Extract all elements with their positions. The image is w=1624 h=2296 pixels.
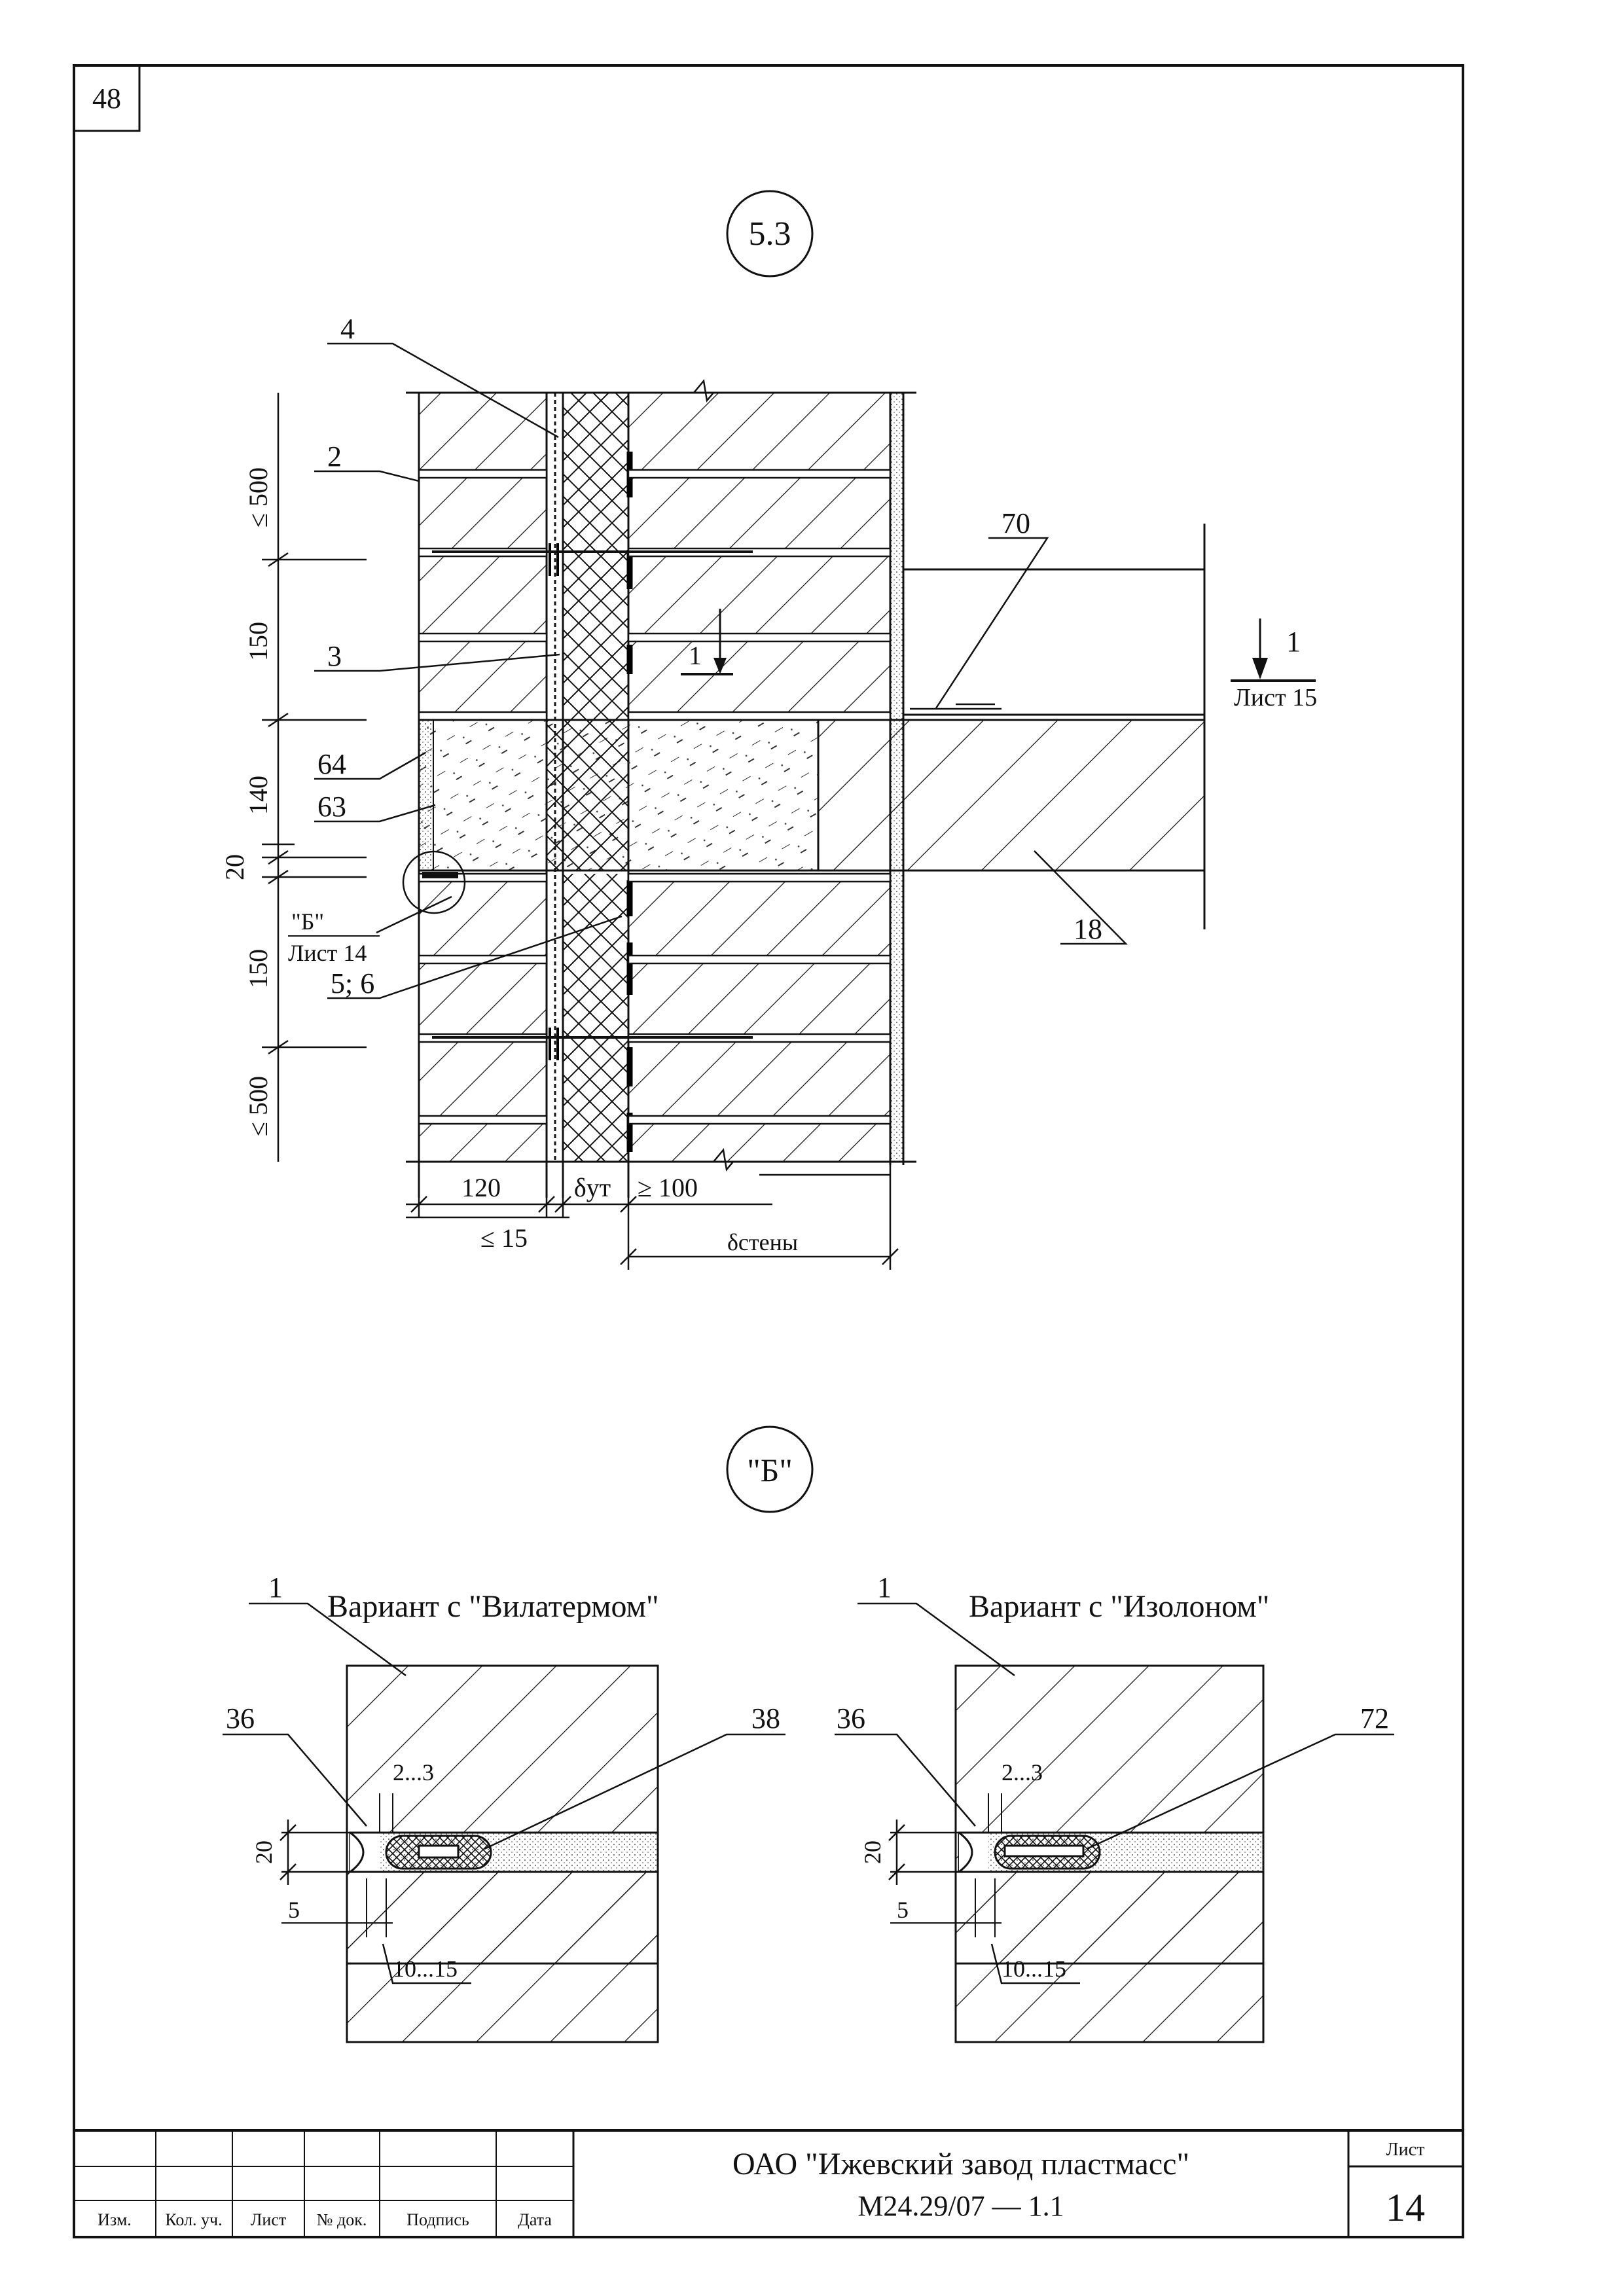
- header-count: Кол. уч.: [165, 2210, 222, 2229]
- callout-b-label: "Б": [291, 908, 324, 935]
- dim-v-150-top: 150: [244, 622, 273, 661]
- header-sheet: Лист: [251, 2210, 286, 2229]
- label-70: 70: [1001, 507, 1030, 539]
- sheet-number: 14: [1386, 2186, 1425, 2229]
- insulation-lower: [563, 874, 628, 1162]
- detail-left-label-20: 20: [251, 1840, 277, 1864]
- corner-number-box: [73, 64, 141, 132]
- bottom-dimensions: [406, 1162, 899, 1270]
- detail-right-title: Вариант с "Изолоном": [969, 1589, 1269, 1624]
- detail-left-label-36: 36: [226, 1702, 255, 1734]
- outer-brick-lower: [419, 874, 547, 1162]
- wall-section: [402, 379, 1206, 1198]
- dim-v-500-top: ≤ 500: [244, 467, 273, 528]
- dim-wall: δстены: [727, 1229, 798, 1255]
- header-change: Изм.: [98, 2210, 132, 2229]
- detail-right-label-gap: 2...3: [1001, 1759, 1043, 1785]
- header-doc: № док.: [317, 2210, 367, 2229]
- detail-right-label-36: 36: [837, 1702, 865, 1734]
- detail-right-label-1: 1: [877, 1571, 892, 1604]
- label-64: 64: [317, 748, 346, 780]
- detail-left-label-38: 38: [751, 1702, 780, 1734]
- leaders: [314, 342, 1128, 999]
- detail-left: Вариант с "Вилатермом" 1 36 38 2...3 20 …: [223, 1571, 785, 2043]
- detail-right: Вариант с "Изолоном" 1 36 72 2...3 20 5 …: [835, 1571, 1394, 2043]
- detail-right-label-20: 20: [859, 1840, 886, 1864]
- detail-right-label-5: 5: [897, 1897, 909, 1923]
- detail-right-label-depth: 10...15: [1001, 1956, 1066, 1982]
- header-signature: Подпись: [406, 2210, 469, 2229]
- vertical-dimensions: [262, 393, 367, 1162]
- cut-mark-small: 1: [681, 609, 733, 675]
- callout-b-marker: "Б": [726, 1426, 814, 1513]
- detail-marker-label: 5.3: [749, 215, 791, 253]
- dim-v-150-bottom: 150: [244, 949, 273, 988]
- cut-mark-number: 1: [1286, 626, 1301, 658]
- dim-v-20: 20: [220, 854, 249, 880]
- dim-15: ≤ 15: [480, 1223, 528, 1253]
- insulation-upper: [563, 393, 628, 720]
- callout-b-sheet: Лист 14: [288, 940, 367, 966]
- corner-number: 48: [92, 82, 121, 115]
- dim-100: ≥ 100: [638, 1173, 698, 1202]
- floor-slab: [817, 719, 1206, 872]
- label-18: 18: [1074, 913, 1102, 945]
- callout-b-circle: [402, 850, 466, 914]
- label-3: 3: [327, 640, 342, 672]
- dim-120: 120: [461, 1173, 501, 1202]
- detail-left-label-5: 5: [288, 1897, 300, 1923]
- detail-right-label-72: 72: [1360, 1702, 1389, 1734]
- label-5-6: 5; 6: [331, 967, 374, 999]
- svg-text:"Б": "Б": [747, 1452, 793, 1488]
- cut-mark-sheet: Лист 15: [1234, 684, 1317, 711]
- label-2: 2: [327, 440, 342, 473]
- detail-left-title: Вариант с "Вилатермом": [327, 1589, 659, 1624]
- doc-code: М24.29/07 — 1.1: [857, 2190, 1064, 2222]
- label-4: 4: [340, 313, 355, 345]
- svg-text:1: 1: [689, 641, 702, 670]
- detail-left-label-1: 1: [268, 1571, 283, 1604]
- sheet-label: Лист: [1386, 2140, 1425, 2160]
- detail-left-label-depth: 10...15: [393, 1956, 458, 1982]
- organization: ОАО "Ижевский завод пластмасс": [732, 2147, 1189, 2181]
- label-63: 63: [317, 791, 346, 823]
- dim-insulation: δут: [574, 1173, 611, 1202]
- header-date: Дата: [518, 2210, 552, 2229]
- cut-mark: 1 Лист 15: [1231, 619, 1317, 711]
- dim-v-500-bottom: ≤ 500: [244, 1076, 273, 1136]
- inner-wall-lower: [628, 874, 890, 1162]
- detail-left-label-gap: 2...3: [393, 1759, 434, 1785]
- dim-v-140: 140: [244, 776, 273, 815]
- title-block: Изм. Кол. уч. Лист № док. Подпись Дата О…: [73, 2129, 1464, 2238]
- detail-marker: 5.3: [726, 190, 814, 278]
